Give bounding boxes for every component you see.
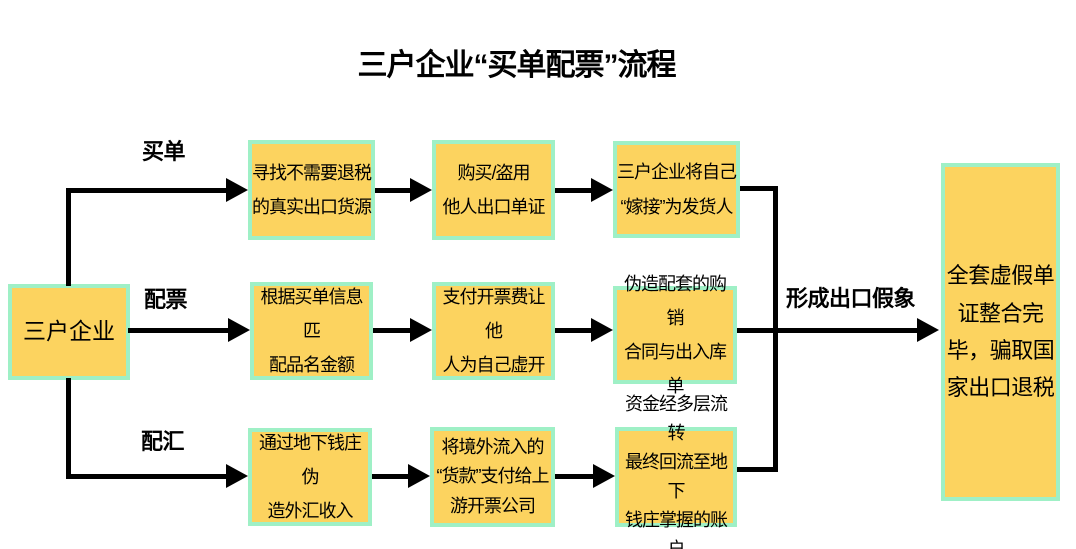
arrowhead-row2-branch: [228, 318, 250, 342]
branch-label-match-invoice: 配票: [144, 287, 188, 312]
connector-row1-a: [375, 188, 412, 193]
connector-row3-branch: [66, 474, 226, 479]
step-box-buy-order-1: 寻找不需要退税 的真实出口货源: [248, 140, 375, 240]
arrowhead-row2-b: [591, 318, 613, 342]
step-box-buy-order-2: 购买/盗用 他人出口单证: [432, 140, 555, 240]
arrowhead-final: [917, 318, 939, 342]
connector-up-vertical: [66, 188, 71, 286]
connector-row1-branch: [66, 188, 226, 193]
source-box: 三户企业: [8, 284, 130, 380]
step-box-buy-order-3: 三户企业将自己 “嫁接”为发货人: [613, 141, 740, 238]
arrowhead-row1-a: [410, 178, 432, 202]
step-box-match-forex-1: 通过地下钱庄伪 造外汇收入: [248, 428, 372, 526]
arrowhead-row3-b: [593, 464, 615, 488]
step-box-match-forex-2: 将境外流入的 “货款”支付给上 游开票公司: [430, 427, 555, 527]
connector-row2-a: [373, 328, 412, 333]
connector-row3-a: [372, 474, 410, 479]
result-box: 全套虚假单 证整合完 毕，骗取国 家出口退税: [941, 163, 1060, 501]
connector-row1-merge: [740, 186, 778, 191]
step-box-match-invoice-1: 根据买单信息匹 配品名金额: [250, 282, 373, 380]
connector-down-vertical: [66, 378, 71, 479]
step-box-match-invoice-3: 伪造配套的购销 合同与出入库单: [613, 274, 737, 396]
connector-final: [737, 328, 919, 333]
branch-label-buy-order: 买单: [142, 139, 186, 164]
arrowhead-row3-a: [408, 464, 430, 488]
arrowhead-row2-a: [410, 318, 432, 342]
connector-row2-branch: [128, 328, 228, 333]
connector-row3-merge: [737, 467, 778, 472]
merge-label: 形成出口假象: [786, 286, 916, 311]
arrowhead-row1-branch: [226, 178, 248, 202]
arrowhead-row3-branch: [226, 464, 248, 488]
step-box-match-invoice-2: 支付开票费让他 人为自己虚开: [432, 282, 555, 380]
connector-row1-b: [555, 188, 593, 193]
arrowhead-row1-b: [591, 178, 613, 202]
connector-row2-b: [555, 328, 593, 333]
connector-row3-b: [555, 474, 595, 479]
step-box-match-forex-3: 资金经多层流转 最终回流至地下 钱庄掌握的账户: [615, 394, 737, 549]
branch-label-match-forex: 配汇: [141, 429, 185, 454]
page-title: 三户企业“买单配票”流程: [357, 49, 677, 82]
